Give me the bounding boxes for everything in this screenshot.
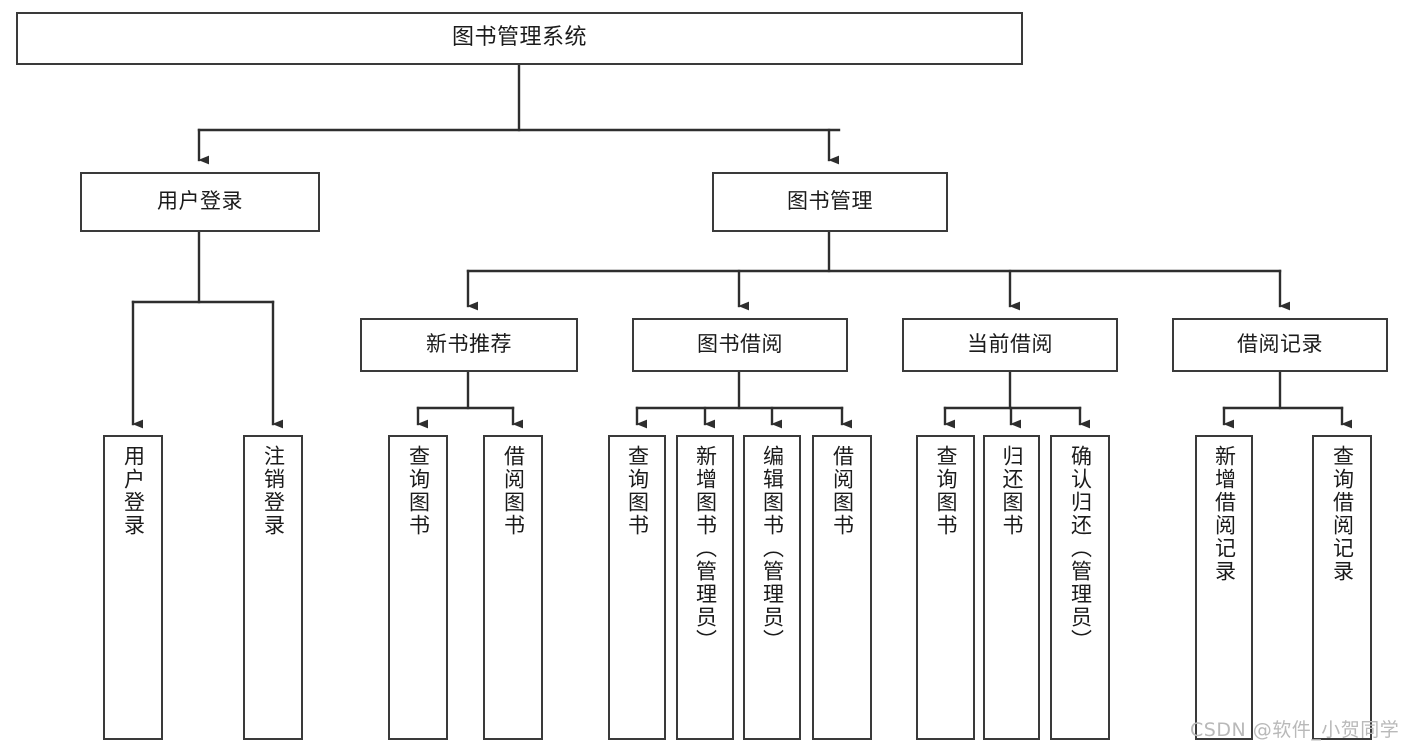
node-current-borrow[interactable]: 当前借阅 [902,318,1118,372]
node-leaf-query-record-label: 查询借阅记录 [1330,445,1355,583]
node-new-book-recommend[interactable]: 新书推荐 [360,318,578,372]
node-leaf-query-book-1[interactable]: 查询图书 [388,435,448,740]
node-book-borrow-label: 图书借阅 [697,332,783,357]
node-book-borrow[interactable]: 图书借阅 [632,318,848,372]
node-user-login-label: 用户登录 [157,189,243,214]
node-leaf-add-book-label: 新增图书（管理员） [693,445,718,652]
node-root-label: 图书管理系统 [451,25,587,51]
node-leaf-query-book-2[interactable]: 查询图书 [608,435,666,740]
node-leaf-borrow-book-1-label: 借阅图书 [501,445,526,537]
node-leaf-edit-book[interactable]: 编辑图书（管理员） [743,435,801,740]
node-leaf-add-record[interactable]: 新增借阅记录 [1195,435,1253,740]
csdn-watermark: CSDN @软件_小贺同学 [1190,719,1400,741]
node-leaf-return-book[interactable]: 归还图书 [983,435,1040,740]
node-borrow-record-label: 借阅记录 [1237,332,1323,357]
node-new-book-recommend-label: 新书推荐 [426,332,512,357]
node-borrow-record[interactable]: 借阅记录 [1172,318,1388,372]
node-leaf-query-book-2-label: 查询图书 [625,445,650,537]
node-root[interactable]: 图书管理系统 [16,12,1023,65]
node-leaf-borrow-book-1[interactable]: 借阅图书 [483,435,543,740]
node-leaf-return-book-label: 归还图书 [1000,445,1024,537]
node-leaf-borrow-book-2-label: 借阅图书 [830,445,855,537]
node-leaf-confirm-return[interactable]: 确认归还（管理员） [1050,435,1110,740]
node-leaf-query-book-3-label: 查询图书 [934,445,958,537]
node-leaf-user-login[interactable]: 用户登录 [103,435,163,740]
node-leaf-user-login-label: 用户登录 [121,445,146,537]
node-leaf-add-record-label: 新增借阅记录 [1212,445,1237,583]
node-leaf-confirm-return-label: 确认归还（管理员） [1068,445,1093,652]
node-leaf-query-book-1-label: 查询图书 [406,445,431,537]
node-leaf-borrow-book-2[interactable]: 借阅图书 [812,435,872,740]
node-leaf-logout-label: 注销登录 [261,445,286,537]
node-book-manage[interactable]: 图书管理 [712,172,948,232]
node-book-manage-label: 图书管理 [787,189,873,214]
node-leaf-add-book[interactable]: 新增图书（管理员） [676,435,734,740]
node-leaf-edit-book-label: 编辑图书（管理员） [760,445,785,652]
node-leaf-query-record[interactable]: 查询借阅记录 [1312,435,1372,740]
node-leaf-logout[interactable]: 注销登录 [243,435,303,740]
node-user-login[interactable]: 用户登录 [80,172,320,232]
node-leaf-query-book-3[interactable]: 查询图书 [916,435,975,740]
node-current-borrow-label: 当前借阅 [967,332,1053,357]
